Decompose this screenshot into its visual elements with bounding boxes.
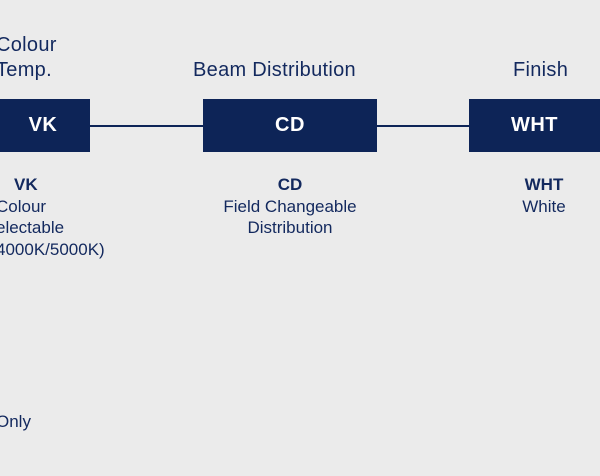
code-box-colour-temp: VK [0, 99, 90, 152]
code-box-beam-distribution: CD [203, 99, 377, 152]
desc-line-colour-temp-3: 4000K/5000K) [0, 239, 105, 259]
heading-beam-distribution-line-1: Beam Distribution [193, 59, 356, 81]
desc-line-colour-temp-2: electable [0, 218, 65, 237]
heading-colour-temp-line-1: Colour [0, 34, 57, 56]
heading-finish: Finish [513, 58, 568, 83]
desc-code-beam-distribution: CD [277, 175, 303, 194]
connector-2 [377, 125, 469, 127]
description-colour-temp: VK Colour electable 4000K/5000K) [0, 174, 144, 260]
heading-colour-temp: Colour Temp. [0, 33, 57, 83]
code-label-finish: WHT [510, 114, 559, 136]
desc-code-finish: WHT [524, 175, 564, 194]
heading-finish-line-1: Finish [513, 59, 569, 81]
code-label-colour-temp: VK [28, 114, 58, 136]
desc-line-colour-temp-1: Colour [0, 196, 47, 216]
description-beam-distribution: CD Field Changeable Distribution [190, 174, 390, 239]
desc-code-colour-temp: VK [14, 175, 38, 194]
connector-1 [90, 125, 203, 127]
heading-colour-temp-line-2: Temp. [0, 59, 52, 81]
code-box-finish: WHT [469, 99, 600, 152]
desc-line-beam-distribution-1: Field Changeable [223, 196, 357, 216]
footnote-text: Only [0, 412, 31, 431]
desc-line-beam-distribution-2: Distribution [247, 218, 333, 237]
heading-beam-distribution: Beam Distribution [193, 58, 356, 83]
desc-line-finish-1: White [522, 196, 566, 216]
code-label-beam-distribution: CD [275, 114, 305, 136]
description-finish: WHT White [494, 174, 594, 217]
